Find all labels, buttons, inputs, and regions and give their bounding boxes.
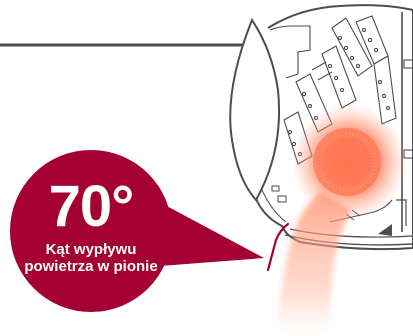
angle-label: Kąt wypływu powietrza w pionie (24, 241, 158, 275)
fan-heat-zone (291, 104, 407, 220)
angle-value: 70° (10, 178, 172, 236)
angle-badge: 70° Kąt wypływu powietrza w pionie (10, 150, 172, 312)
